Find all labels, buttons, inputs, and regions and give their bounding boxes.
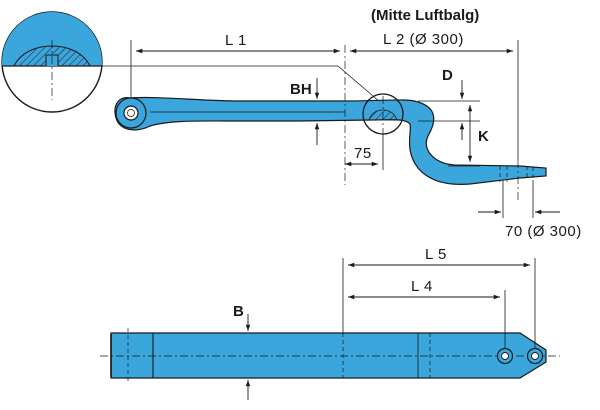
spring-side-view (114, 45, 547, 200)
label-70: 70 (Ø 300) (505, 223, 582, 240)
label-l5: L 5 (425, 246, 447, 263)
label-k: K (478, 128, 489, 145)
spring-plan-view (100, 328, 560, 383)
dimension-l1: L 1 (130, 32, 340, 98)
label-mitte-luftbalg: (Mitte Luftbalg) (371, 7, 479, 24)
dimension-l2: L 2 (Ø 300) (Mitte Luftbalg) (350, 7, 519, 160)
dimension-75: 75 (345, 134, 384, 170)
label-b: B (233, 303, 244, 320)
label-75: 75 (354, 145, 372, 162)
detail-magnifier (1, 11, 103, 113)
dimension-bh: BH (290, 78, 320, 145)
label-bh: BH (290, 81, 312, 98)
label-l2: L 2 (Ø 300) (383, 31, 464, 48)
dimension-l5: L 5 (342, 246, 536, 348)
dimension-l4: L 4 (348, 278, 506, 348)
label-l1: L 1 (225, 32, 247, 49)
dimension-70: 70 (Ø 300) (478, 180, 582, 240)
label-l4: L 4 (411, 278, 433, 295)
dimension-d-k: D K (418, 67, 489, 167)
label-d: D (442, 67, 453, 84)
dimension-b: B (233, 303, 251, 400)
